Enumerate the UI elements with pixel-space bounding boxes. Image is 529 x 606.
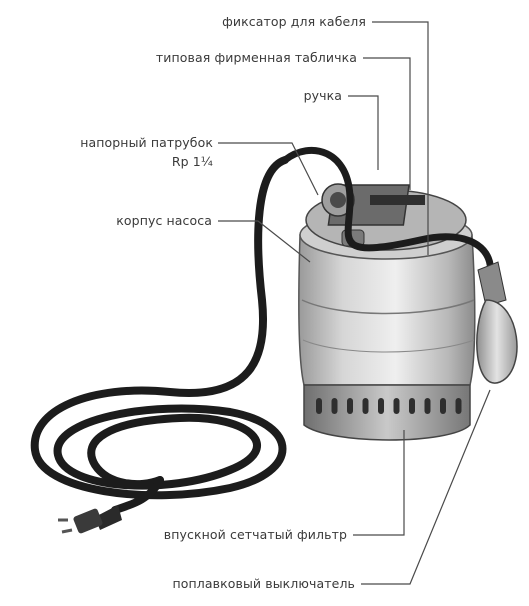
strainer-slot (316, 398, 322, 414)
strainer-slot (440, 398, 446, 414)
strainer-slot (394, 398, 400, 414)
strainer-slot (425, 398, 431, 414)
strainer-slot (456, 398, 462, 414)
label-inlet-strainer: впускной сетчатый фильтр (60, 527, 347, 542)
strainer-slot (363, 398, 369, 414)
strainer-slot (409, 398, 415, 414)
label-handle: ручка (250, 88, 342, 103)
label-discharge-port: напорный патрубок (80, 135, 213, 150)
inlet-strainer (304, 385, 470, 440)
float-switch (477, 262, 517, 383)
label-nameplate: типовая фирменная табличка (80, 50, 357, 65)
strainer-slot (347, 398, 353, 414)
label-discharge-thread: Rp 1¼ (80, 154, 213, 169)
label-float-switch: поплавковый выключатель (60, 576, 355, 591)
strainer-slot (378, 398, 384, 414)
label-cable-clamp: фиксатор для кабеля (140, 14, 366, 29)
label-pump-housing: корпус насоса (60, 213, 212, 228)
strainer-slot (332, 398, 338, 414)
